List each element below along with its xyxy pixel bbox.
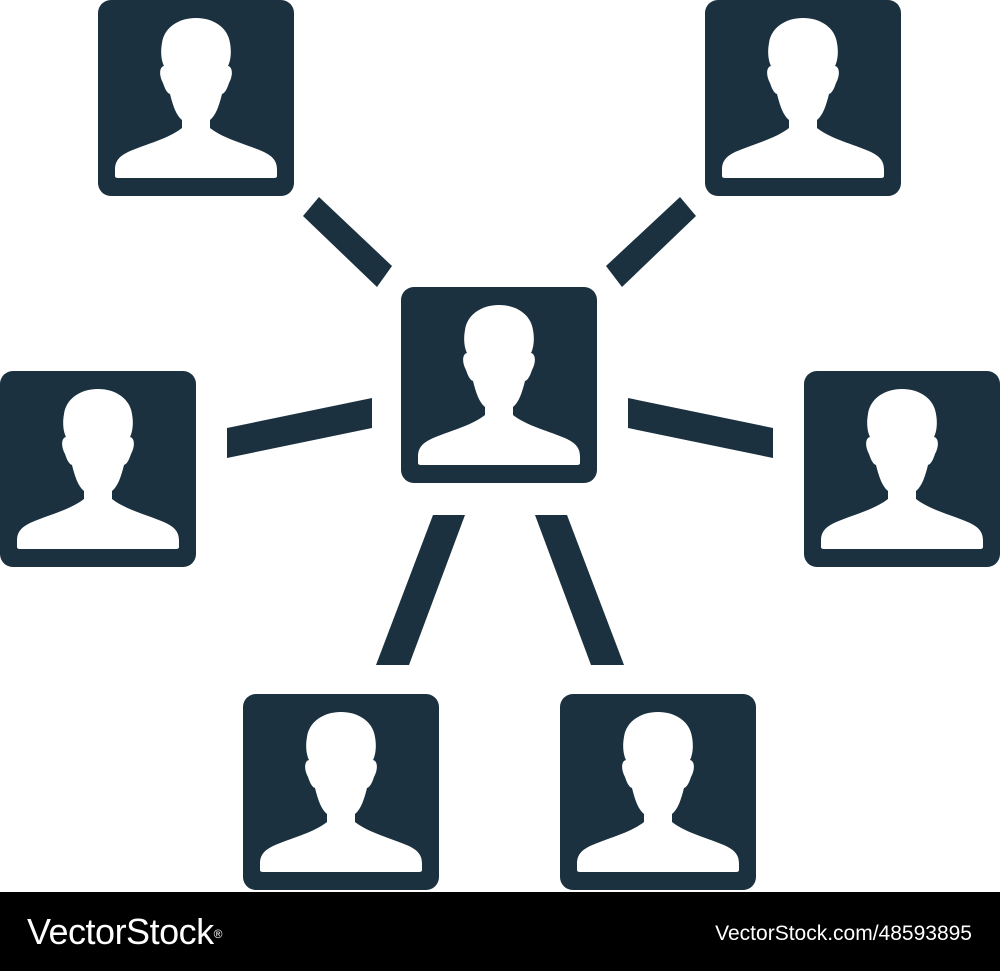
- connector-lines: [227, 197, 773, 665]
- center-person-avatar-icon: [401, 287, 597, 483]
- brand-name: VectorStock: [27, 911, 214, 952]
- person-avatar-icon: [0, 371, 196, 567]
- image-credit-text: VectorStock.com/48593895: [715, 922, 972, 945]
- people-network-illustration: [0, 0, 1000, 890]
- connector-line-top-left: [303, 197, 392, 287]
- connector-line-left: [227, 398, 372, 458]
- person-avatar-icon: [804, 371, 1000, 567]
- connector-line-right: [628, 398, 773, 458]
- person-avatar-icon: [705, 0, 901, 196]
- connector-line-bottom-right: [535, 515, 624, 665]
- connector-line-bottom-left: [376, 515, 465, 665]
- connector-line-top-right: [606, 197, 696, 287]
- person-avatar-icon: [560, 694, 756, 890]
- vectorstock-logo: VectorStock®: [27, 910, 222, 954]
- trademark-symbol: ®: [213, 927, 223, 941]
- person-avatar-icon: [98, 0, 294, 196]
- watermark-footer: VectorStock® VectorStock.com/48593895: [0, 892, 1000, 971]
- person-avatar-icon: [243, 694, 439, 890]
